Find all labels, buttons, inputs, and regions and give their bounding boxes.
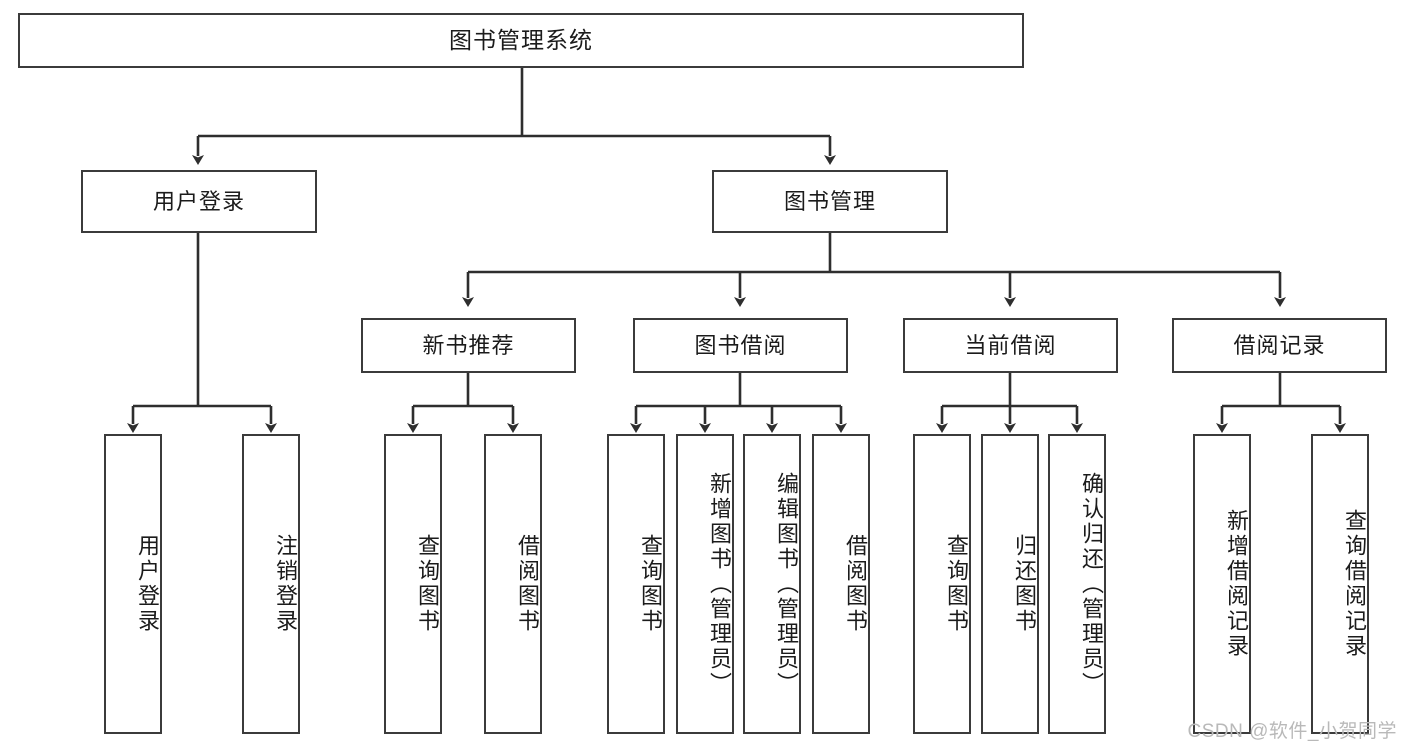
node-book-borrow[interactable]: 图书借阅 bbox=[633, 318, 848, 373]
node-label: 图书管理系统 bbox=[449, 26, 593, 53]
node-label: 当前借阅 bbox=[964, 332, 1057, 358]
leaf-new-book-query[interactable]: 查询图书 bbox=[384, 434, 442, 734]
leaf-new-book-borrow[interactable]: 借阅图书 bbox=[484, 434, 542, 734]
node-label: 借阅记录 bbox=[1233, 332, 1326, 358]
node-label: 借阅图书 bbox=[515, 534, 540, 634]
node-label: 查询图书 bbox=[638, 534, 663, 634]
leaf-book-borrow-add[interactable]: 新增图书（管理员） bbox=[676, 434, 734, 734]
node-label: 确认归还（管理员） bbox=[1079, 471, 1104, 697]
node-book-management[interactable]: 图书管理 bbox=[712, 170, 948, 233]
node-label: 新增图书（管理员） bbox=[707, 471, 732, 697]
node-label: 查询图书 bbox=[415, 534, 440, 634]
node-label: 用户登录 bbox=[135, 534, 160, 634]
node-label: 图书管理 bbox=[783, 188, 876, 214]
node-root-system[interactable]: 图书管理系统 bbox=[18, 13, 1024, 68]
node-label: 新书推荐 bbox=[422, 332, 515, 358]
node-label: 查询借阅记录 bbox=[1342, 509, 1367, 659]
node-borrow-record[interactable]: 借阅记录 bbox=[1172, 318, 1387, 373]
leaf-user-login-signin[interactable]: 用户登录 bbox=[104, 434, 162, 734]
leaf-current-borrow-confirm-return[interactable]: 确认归还（管理员） bbox=[1048, 434, 1106, 734]
node-label: 编辑图书（管理员） bbox=[774, 471, 799, 697]
leaf-book-borrow-borrow[interactable]: 借阅图书 bbox=[812, 434, 870, 734]
node-label: 借阅图书 bbox=[843, 534, 868, 634]
leaf-current-borrow-return[interactable]: 归还图书 bbox=[981, 434, 1039, 734]
node-user-login[interactable]: 用户登录 bbox=[81, 170, 317, 233]
node-label: 归还图书 bbox=[1012, 534, 1037, 634]
node-label: 注销登录 bbox=[273, 534, 298, 634]
node-label: 用户登录 bbox=[152, 188, 245, 214]
node-current-borrow[interactable]: 当前借阅 bbox=[903, 318, 1118, 373]
node-label: 图书借阅 bbox=[694, 332, 787, 358]
leaf-book-borrow-query[interactable]: 查询图书 bbox=[607, 434, 665, 734]
node-label: 查询图书 bbox=[944, 534, 969, 634]
leaf-current-borrow-query[interactable]: 查询图书 bbox=[913, 434, 971, 734]
leaf-user-login-signout[interactable]: 注销登录 bbox=[242, 434, 300, 734]
node-label: 新增借阅记录 bbox=[1224, 509, 1249, 659]
csdn-watermark: CSDN @软件_小贺同学 bbox=[1187, 721, 1397, 742]
leaf-borrow-record-add[interactable]: 新增借阅记录 bbox=[1193, 434, 1251, 734]
leaf-book-borrow-edit[interactable]: 编辑图书（管理员） bbox=[743, 434, 801, 734]
leaf-borrow-record-query[interactable]: 查询借阅记录 bbox=[1311, 434, 1369, 734]
node-new-book-recommend[interactable]: 新书推荐 bbox=[361, 318, 576, 373]
